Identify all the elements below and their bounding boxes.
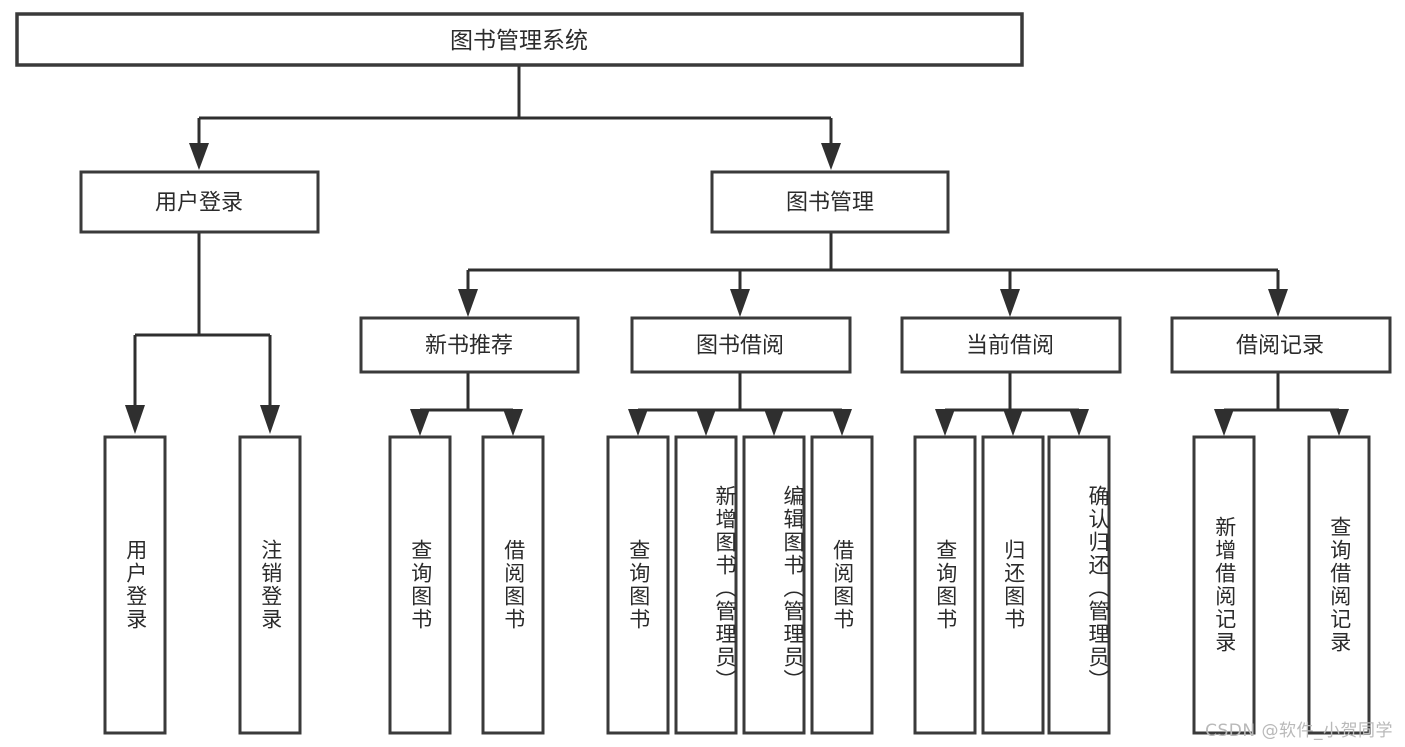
node-book-manage-box[interactable] <box>710 170 950 234</box>
csdn-watermark: CSDN @软件_小贺同学 <box>1205 721 1393 741</box>
node-new-book-label: 新书推荐 <box>425 334 513 359</box>
arrowhead-leaf-br-2 <box>1329 409 1349 436</box>
leaf-box-book-borrow-2[interactable] <box>674 435 738 735</box>
node-book-borrow-label: 图书借阅 <box>696 334 784 359</box>
node-book-manage-label: 图书管理 <box>786 191 874 216</box>
node-root-box[interactable] <box>15 12 1024 67</box>
arrowhead-leaf-bb-3 <box>764 409 784 436</box>
arrowhead-leaf-cb-3 <box>1069 409 1089 436</box>
connector-layer <box>125 65 1349 436</box>
arrowhead-leaf-user-login-2 <box>260 405 280 434</box>
leaf-box-book-borrow-3[interactable] <box>742 435 806 735</box>
arrowhead-leaf-bb-1 <box>628 409 648 436</box>
leaf-box-current-borrow-3[interactable] <box>1047 435 1111 735</box>
leaf-box-book-borrow-4[interactable] <box>810 435 874 735</box>
arrowhead-leaf-nb-1 <box>410 409 430 436</box>
leaf-box-new-book-2[interactable] <box>481 435 545 735</box>
arrowhead-leaf-br-1 <box>1214 409 1234 436</box>
arrowhead-leaf-user-login-1 <box>125 405 145 434</box>
leaf-box-new-book-1[interactable] <box>388 435 452 735</box>
leaf-box-borrow-record-2[interactable] <box>1307 435 1371 735</box>
leaf-box-current-borrow-2[interactable] <box>981 435 1045 735</box>
arrowhead-leaf-cb-1 <box>935 409 955 436</box>
leaf-box-user-login-2[interactable] <box>238 435 302 735</box>
node-user-login-label: 用户登录 <box>155 191 243 216</box>
node-new-book-box[interactable] <box>359 316 580 374</box>
arrowhead-book-manage <box>821 143 841 170</box>
arrowhead-leaf-bb-2 <box>696 409 716 436</box>
arrowhead-leaf-nb-2 <box>503 409 523 436</box>
arrowhead-current-borrow <box>1000 289 1020 317</box>
node-book-borrow-box[interactable] <box>630 316 852 374</box>
arrowhead-borrow-record <box>1268 289 1288 317</box>
node-label-layer: 图书管理系统 用户登录 图书管理 新书推荐 图书借阅 当前借阅 借阅记录 <box>155 28 1324 359</box>
arrowhead-new-book <box>458 289 478 317</box>
node-borrow-record-box[interactable] <box>1170 316 1392 374</box>
leaf-box-current-borrow-1[interactable] <box>913 435 977 735</box>
node-box-layer <box>15 12 1392 735</box>
node-borrow-record-label: 借阅记录 <box>1236 334 1324 359</box>
arrowhead-user-login <box>189 143 209 170</box>
leaf-box-book-borrow-1[interactable] <box>606 435 670 735</box>
leaf-box-borrow-record-1[interactable] <box>1192 435 1256 735</box>
node-current-borrow-label: 当前借阅 <box>966 334 1054 359</box>
arrowhead-leaf-cb-2 <box>1003 409 1023 436</box>
node-user-login-box[interactable] <box>79 170 320 234</box>
arrowhead-leaf-bb-4 <box>832 409 852 436</box>
node-root-label: 图书管理系统 <box>450 28 588 54</box>
leaf-box-user-login-1[interactable] <box>103 435 167 735</box>
arrowhead-book-borrow <box>730 289 750 317</box>
node-current-borrow-box[interactable] <box>900 316 1122 374</box>
